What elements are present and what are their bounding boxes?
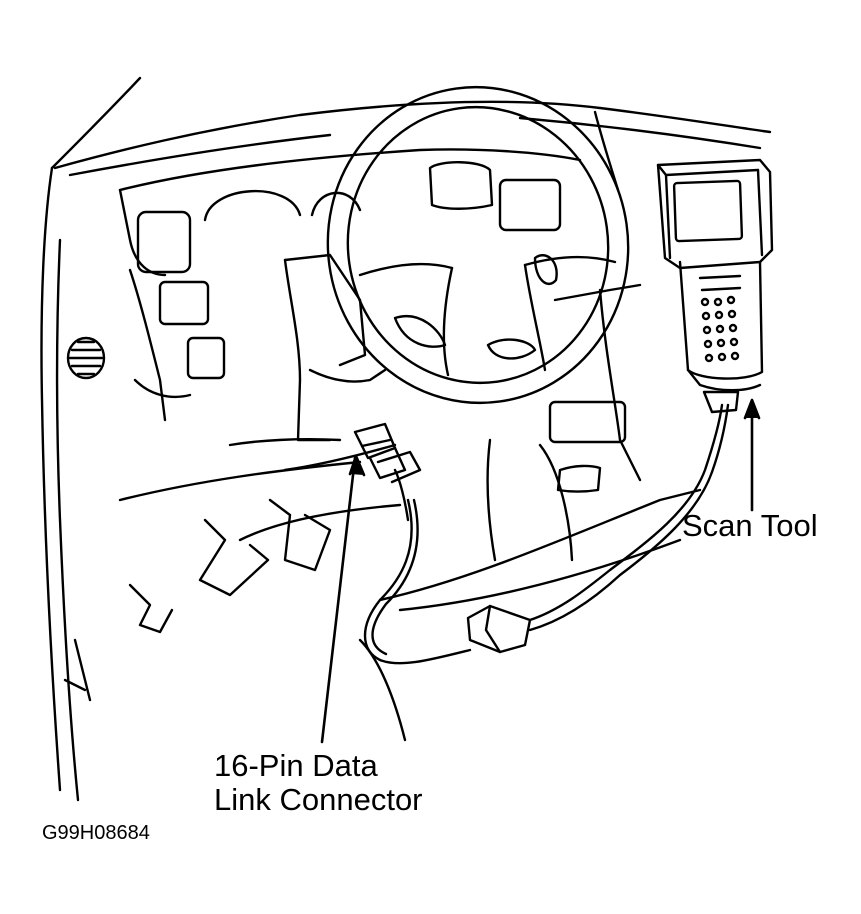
scan-tool-label: Scan Tool xyxy=(682,508,818,543)
dashboard-top xyxy=(53,100,772,192)
scan-tool-keypad xyxy=(698,274,742,363)
connector-label-line1: 16-Pin Data xyxy=(214,748,378,783)
connector-label-line2: Link Connector xyxy=(214,782,423,817)
pedals xyxy=(63,498,332,702)
scan-tool-device xyxy=(656,158,774,392)
figure-id: G99H08684 xyxy=(42,822,150,844)
left-switch-panel xyxy=(128,268,226,422)
connector-arrowhead xyxy=(348,454,366,477)
windshield-pillar xyxy=(40,76,142,802)
scan-tool-arrowhead xyxy=(743,398,761,420)
steering-wheel xyxy=(326,85,630,405)
door-vent xyxy=(66,336,106,380)
leader-arrows xyxy=(320,398,761,744)
steering-column xyxy=(228,253,397,472)
connector-leader xyxy=(320,456,357,744)
data-link-connector xyxy=(353,422,422,522)
scan-tool-cable xyxy=(363,390,740,665)
center-console xyxy=(486,283,642,562)
